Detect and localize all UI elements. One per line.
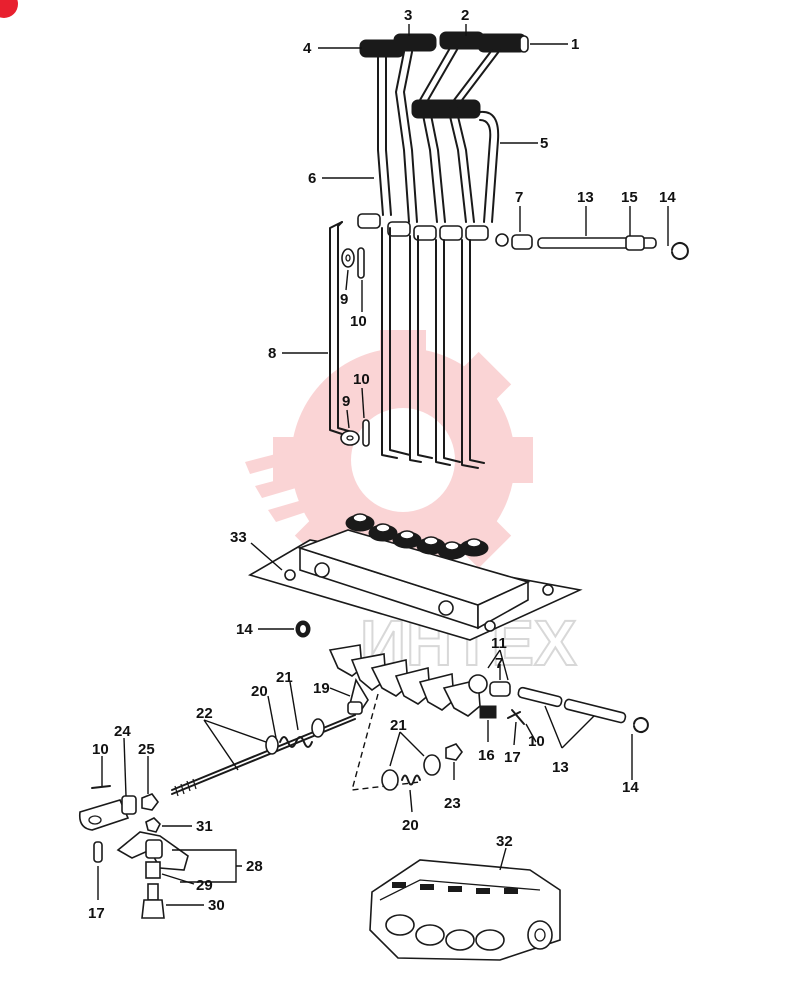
callout-10-mid: 10 xyxy=(353,371,370,388)
nut-23 xyxy=(445,743,463,761)
clip-14-upper xyxy=(671,242,689,260)
callout-7-lower: 7 xyxy=(495,655,503,672)
lever-rods xyxy=(377,47,501,223)
callout-5: 5 xyxy=(540,135,548,152)
shaft-13-lower-b xyxy=(563,698,627,724)
callout-2: 2 xyxy=(461,7,469,24)
bolt-30 xyxy=(141,883,165,919)
linkage-arms xyxy=(328,644,488,717)
pin-10-clevis xyxy=(91,785,111,789)
callout-9-upper: 9 xyxy=(340,291,348,308)
callout-21-lower: 21 xyxy=(390,717,407,734)
washer-9-lower xyxy=(340,430,360,446)
callout-10-clevis: 10 xyxy=(92,741,109,758)
callout-23: 23 xyxy=(444,795,461,812)
callout-19: 19 xyxy=(313,680,330,697)
bushing-29 xyxy=(145,861,161,879)
callout-10-upper: 10 xyxy=(350,313,367,330)
callout-14-lower: 14 xyxy=(622,779,639,796)
valve-cover-33 xyxy=(247,513,583,641)
callout-1: 1 xyxy=(571,36,579,53)
clevis-24 xyxy=(78,795,137,831)
callout-25: 25 xyxy=(138,741,155,758)
bellcrank-28 xyxy=(116,831,189,871)
washer-9-upper xyxy=(341,248,355,268)
callout-32: 32 xyxy=(496,833,513,850)
callout-28: 28 xyxy=(246,858,263,875)
linkage-rods xyxy=(381,227,485,469)
callout-16: 16 xyxy=(478,747,495,764)
watermark-gear-logo xyxy=(245,330,533,590)
nut-31 xyxy=(145,817,161,833)
callout-17-lower: 17 xyxy=(88,905,105,922)
valve-body-32 xyxy=(369,859,561,961)
callout-11: 11 xyxy=(491,635,507,652)
collar-21-lower xyxy=(381,769,399,791)
callout-3: 3 xyxy=(404,7,412,24)
bushing-7-upper xyxy=(511,234,533,250)
callout-14-upper: 14 xyxy=(659,189,676,206)
callout-29: 29 xyxy=(196,877,213,894)
clip-14-lower xyxy=(633,717,649,733)
callout-9-lower: 9 xyxy=(342,393,350,410)
callout-30: 30 xyxy=(208,897,225,914)
cover-seal-boots xyxy=(345,513,489,560)
corner-badge xyxy=(0,0,18,18)
callout-13-upper: 13 xyxy=(577,189,594,206)
callout-7-upper: 7 xyxy=(515,189,523,206)
leader-lines xyxy=(97,24,669,906)
callout-8: 8 xyxy=(268,345,276,362)
bushing-7-lower xyxy=(489,681,511,697)
pin-10-upper xyxy=(357,247,365,279)
nut-25 xyxy=(141,793,159,811)
callout-31: 31 xyxy=(196,818,213,835)
callout-17-upper: 17 xyxy=(504,749,521,766)
pin-10-lower xyxy=(362,419,370,447)
callout-6: 6 xyxy=(308,170,316,187)
callout-labels: 1 2 3 4 5 6 7 13 15 14 9 10 8 10 9 33 14… xyxy=(88,7,676,922)
lever-pivots xyxy=(357,213,509,247)
callout-15: 15 xyxy=(621,189,638,206)
callout-21-upper: 21 xyxy=(276,669,293,686)
pin-17-small xyxy=(507,711,521,719)
callout-4: 4 xyxy=(303,40,312,57)
spacer-15 xyxy=(625,235,645,251)
lever-assembly xyxy=(329,31,689,469)
callout-20-lower: 20 xyxy=(402,817,419,834)
block-16 xyxy=(479,705,497,719)
callout-22: 22 xyxy=(196,705,213,722)
callout-14-left: 14 xyxy=(236,621,253,638)
callout-20-upper: 20 xyxy=(251,683,268,700)
rod-8 xyxy=(329,221,349,437)
shaft-13-lower-a xyxy=(517,686,563,708)
spring-21-upper xyxy=(279,736,313,748)
callout-24: 24 xyxy=(114,723,131,740)
rod-22-assembly xyxy=(171,701,363,797)
callout-33: 33 xyxy=(230,529,247,546)
pin-17-lower xyxy=(93,841,103,863)
spring-20-lower xyxy=(401,774,421,786)
pin-10-small xyxy=(511,709,525,725)
callout-10-lower: 10 xyxy=(528,733,545,750)
callout-13-lower: 13 xyxy=(552,759,569,776)
